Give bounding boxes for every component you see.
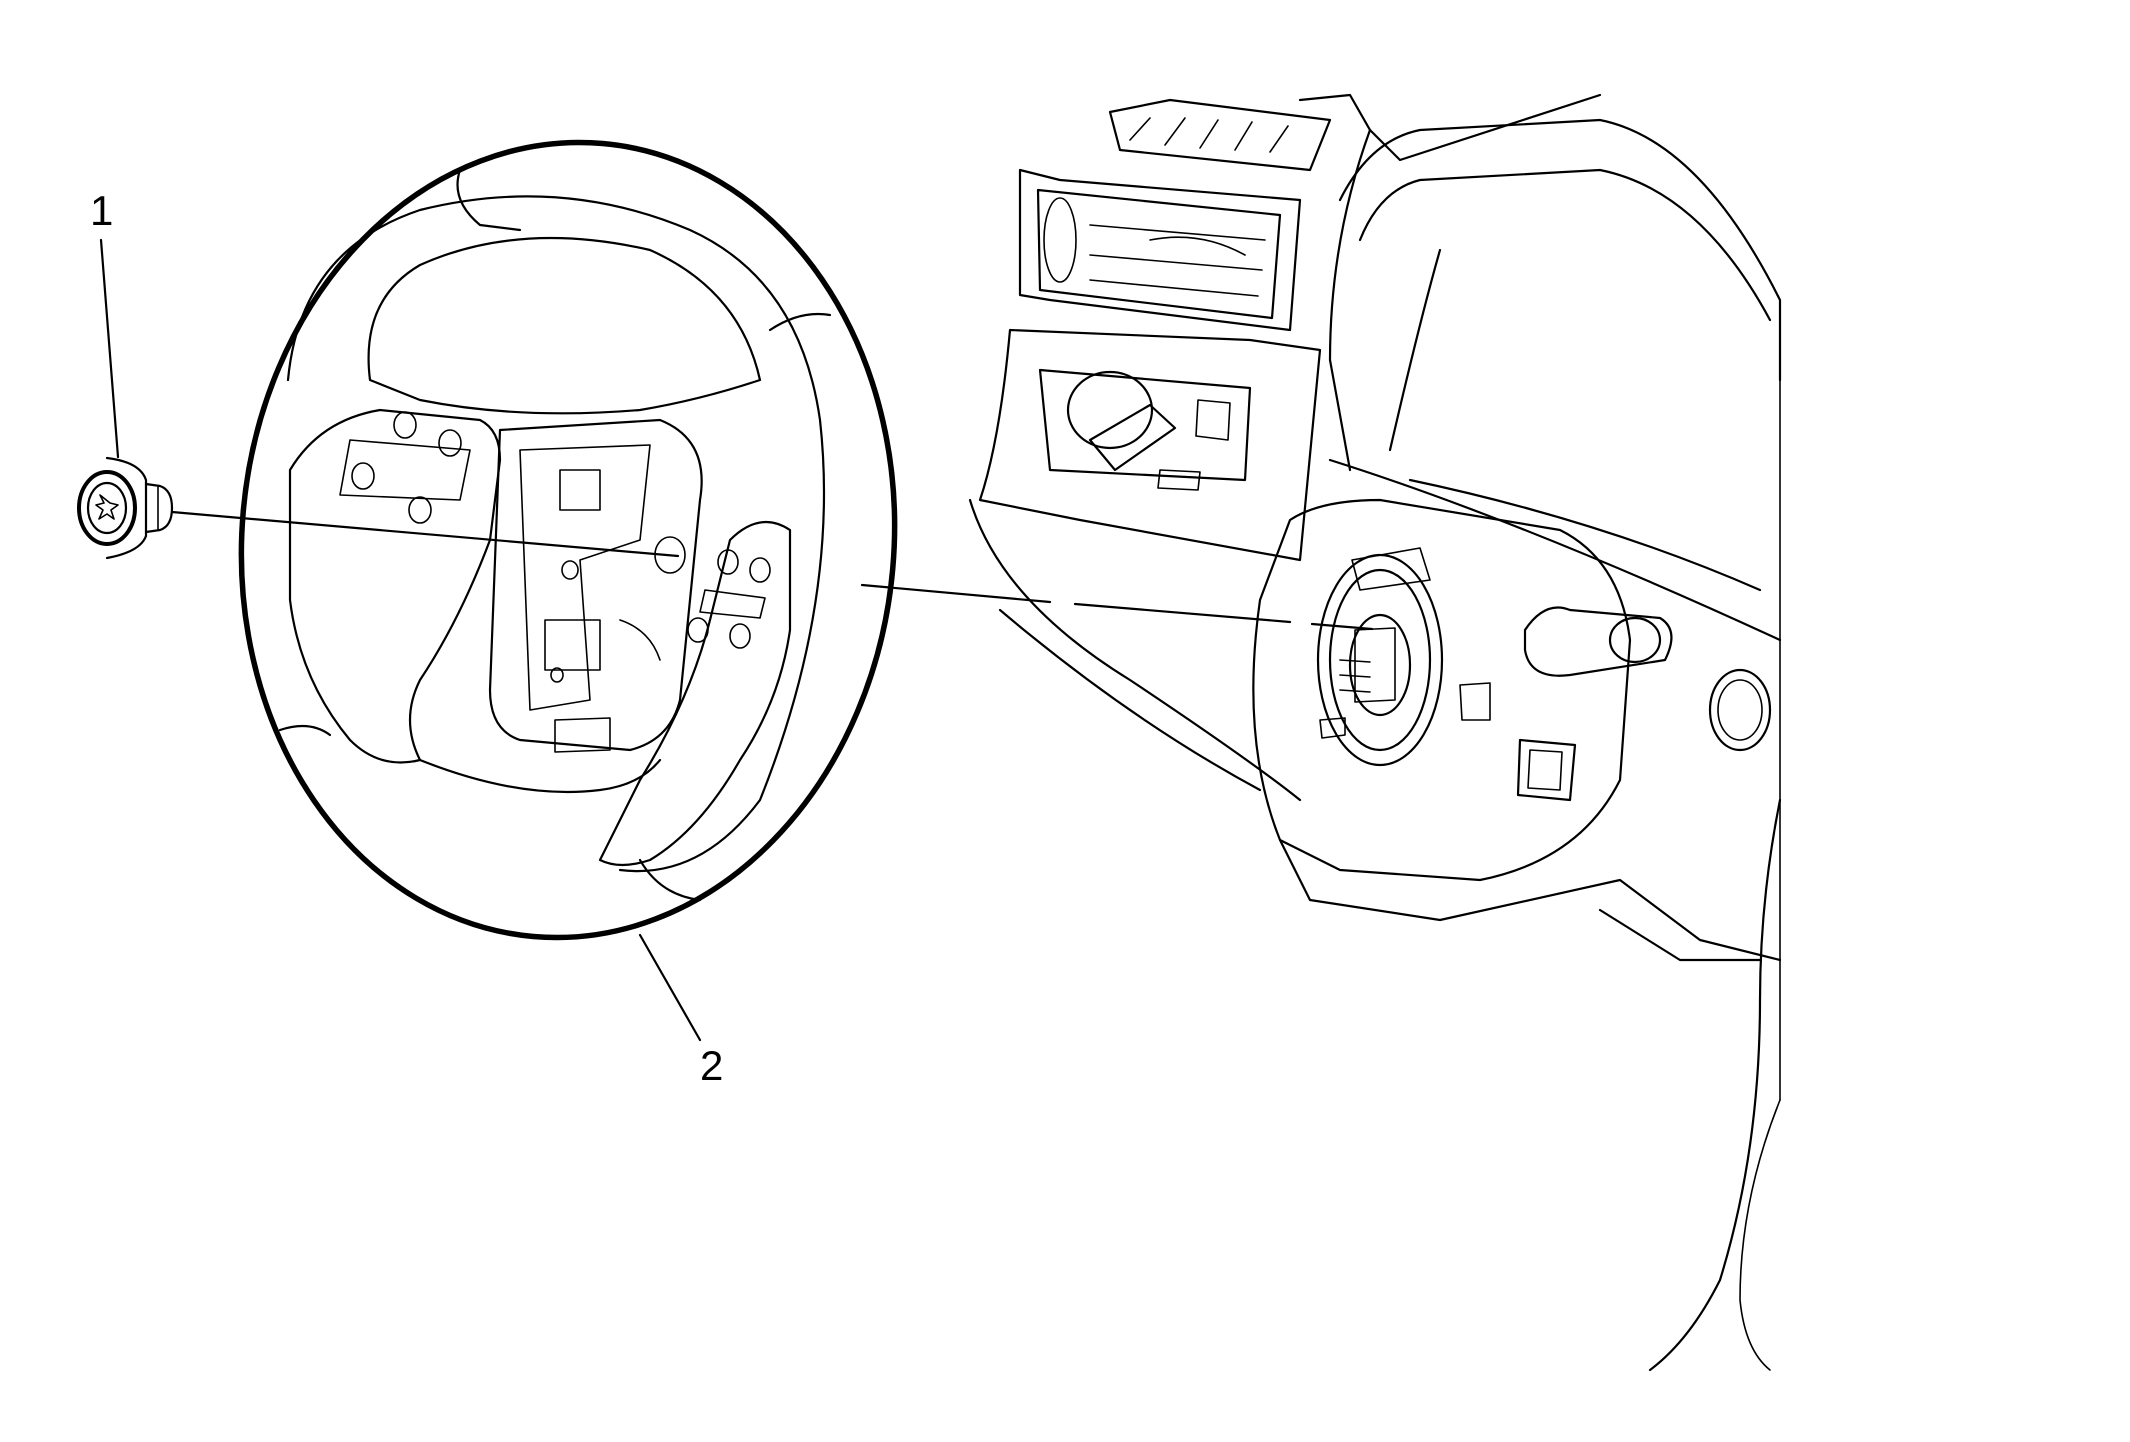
- callout-2-leader: [638, 933, 702, 1042]
- shaft-alignment-line: [860, 583, 1374, 631]
- dashboard-and-steering-column: [968, 93, 1782, 1372]
- steering-wheel-bolt: [77, 456, 174, 560]
- callout-2-label: 2: [700, 1042, 724, 1089]
- callout-1-label: 1: [90, 187, 114, 234]
- callout-1-leader: [99, 238, 120, 459]
- steering-wheel: [238, 139, 898, 941]
- bolt-alignment-line: [170, 510, 680, 558]
